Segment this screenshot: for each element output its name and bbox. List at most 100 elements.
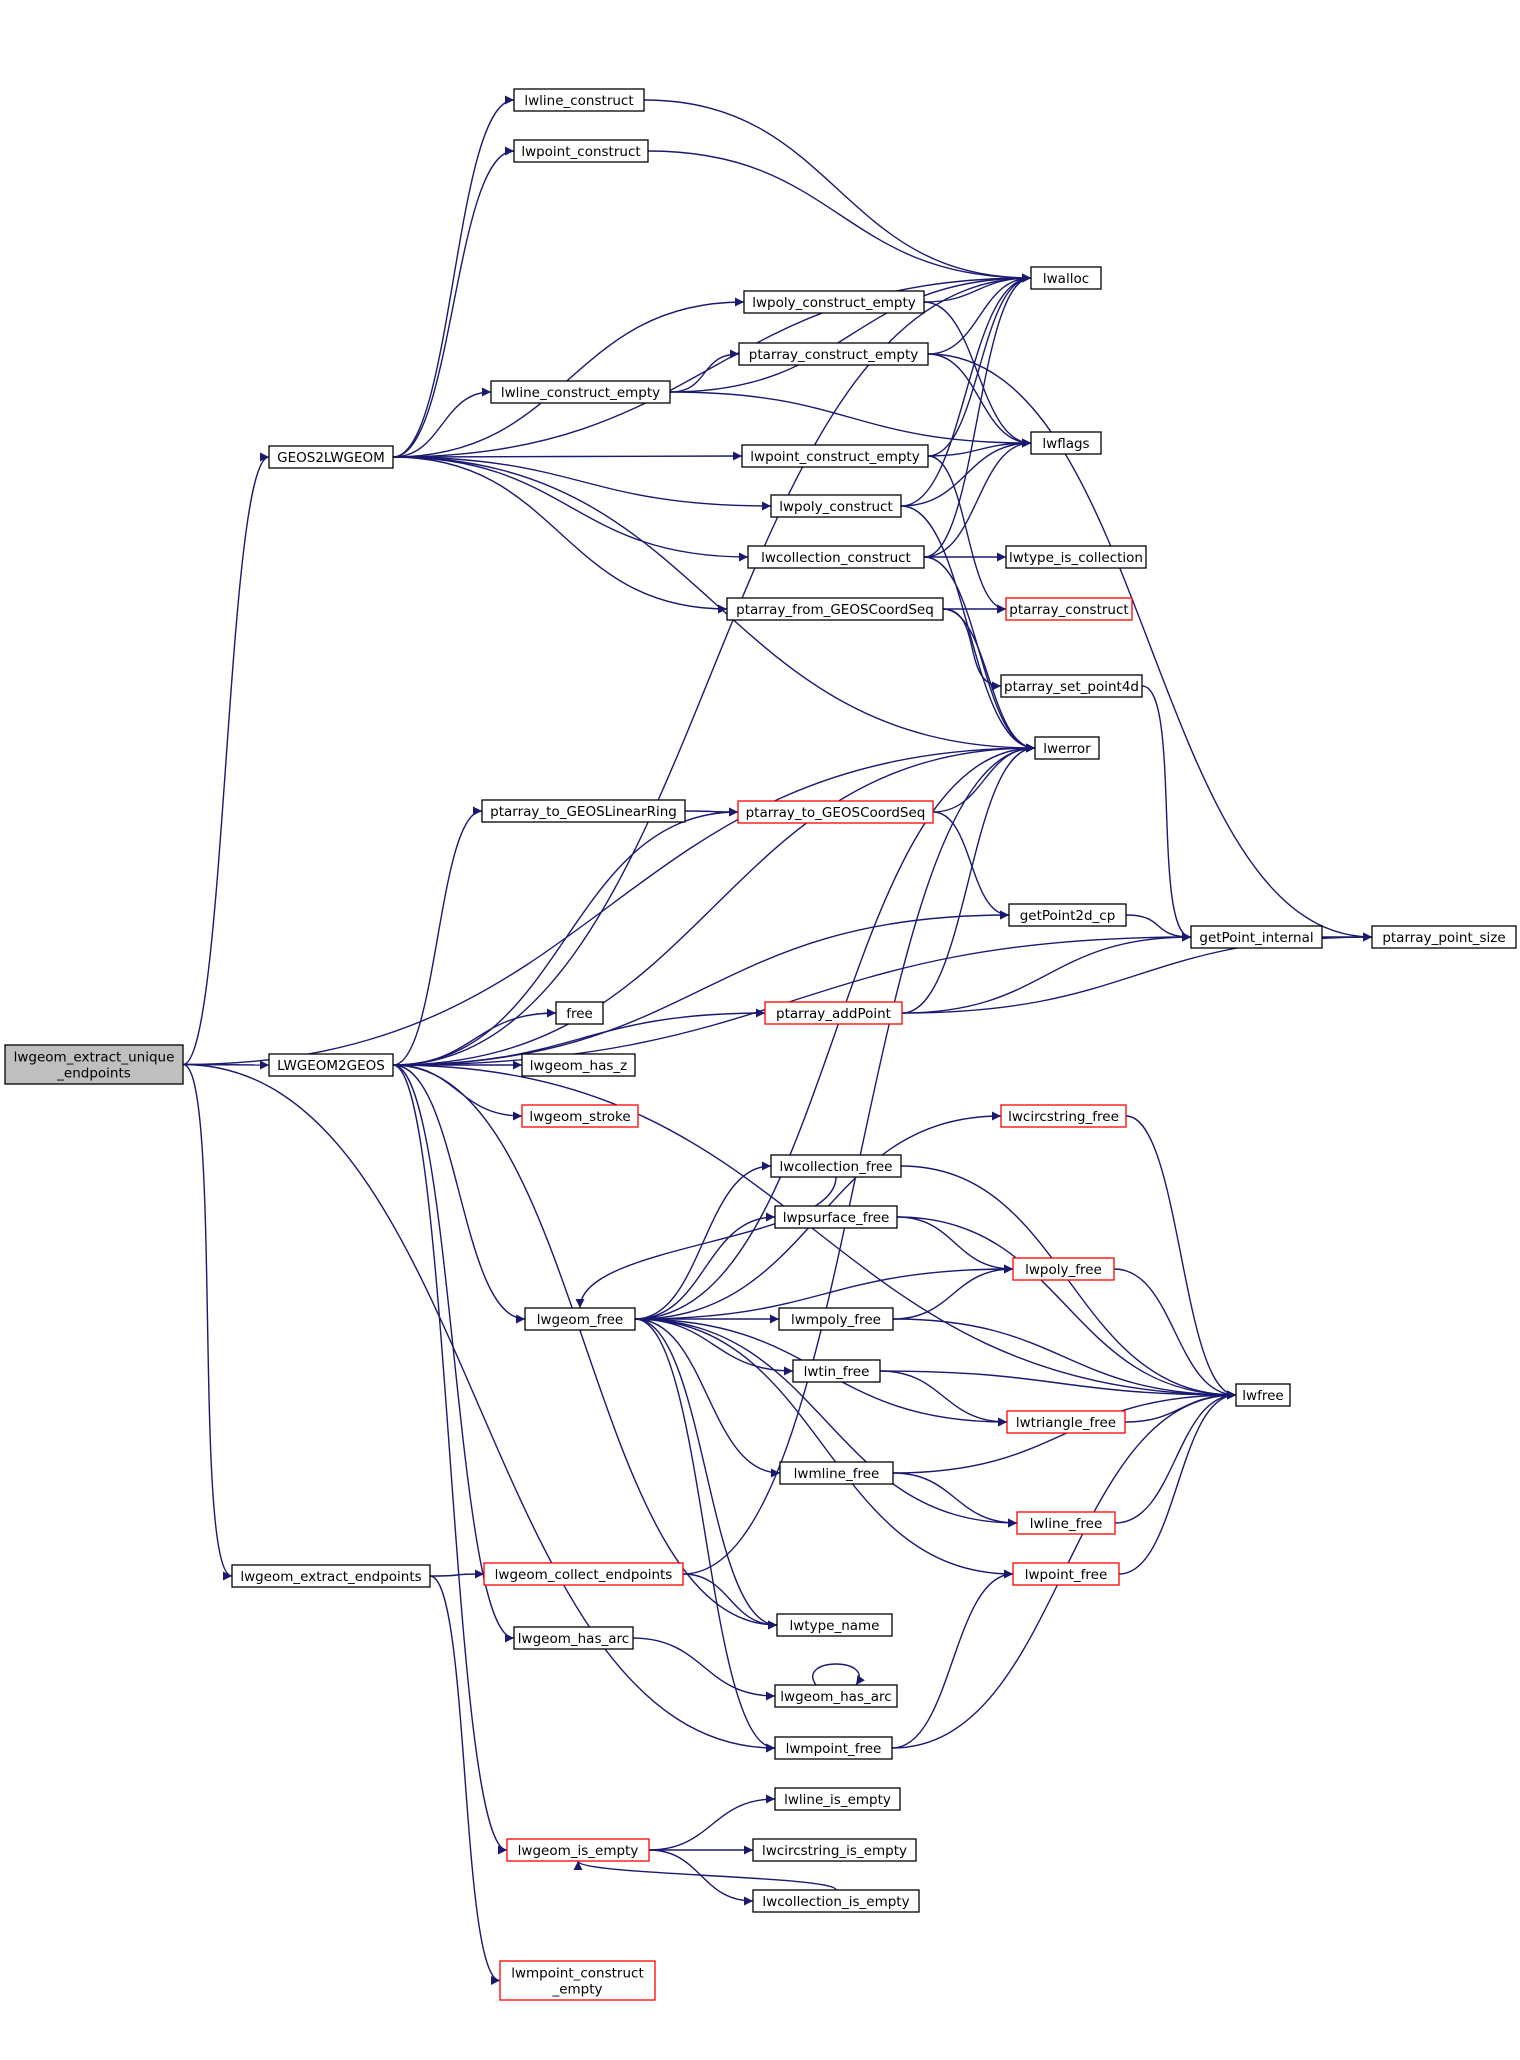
node-box	[506, 1838, 650, 1862]
node-box	[774, 1684, 898, 1708]
node-lwmpoint-free[interactable]: lwmpoint_free	[774, 1736, 893, 1760]
node-box	[268, 1053, 394, 1077]
node-getpoint2d-cp[interactable]: getPoint2d_cp	[1008, 903, 1127, 927]
node-lwline-construct-empty[interactable]: lwline_construct_empty	[490, 380, 671, 404]
edge-lwline_construct_empty-to-ptarray_construct_empty	[669, 349, 740, 393]
node-lwpoint-construct-empty[interactable]: lwpoint_construct_empty	[741, 444, 929, 468]
edge-geos2lwgeom-to-lwline_construct_empty	[392, 387, 492, 458]
node-lwpoly-construct[interactable]: lwpoly_construct	[770, 494, 902, 518]
node-box	[738, 342, 929, 366]
node-ptarray-construct-empty[interactable]: ptarray_construct_empty	[738, 342, 929, 366]
node-box	[483, 1562, 684, 1586]
node-box	[521, 1104, 639, 1128]
node-box	[1008, 903, 1127, 927]
edge-lwtin_free-to-lwfree	[879, 1370, 1237, 1400]
node-lwmpoly-free[interactable]: lwmpoly_free	[778, 1307, 894, 1331]
node-lwline-construct[interactable]: lwline_construct	[513, 88, 645, 112]
node-ptarray-from-geoscoordseq[interactable]: ptarray_from_GEOSCoordSeq	[726, 597, 944, 621]
edge-geos2lwgeom-to-lwpoly_construct_empty	[392, 297, 745, 458]
node-lwpoint-construct[interactable]: lwpoint_construct	[513, 139, 649, 163]
edge-lwgeom2geos-to-lwtype_name	[392, 1064, 778, 1630]
node-lwcollection-is-empty[interactable]: lwcollection_is_empty	[752, 1889, 920, 1913]
node-lwmpoint-construct-empty[interactable]: lwmpoint_construct_empty	[499, 1960, 656, 2001]
node-lwerror[interactable]: lwerror	[1034, 736, 1100, 760]
edge-lwgeom_extract_endpoints-to-lwgeom_collect_endpoints	[429, 1569, 485, 1579]
node-label: lwpoly_construct	[779, 499, 893, 515]
node-lwtin-free[interactable]: lwtin_free	[792, 1359, 881, 1383]
node-label: lwgeom_has_arc	[780, 1689, 891, 1705]
node-box	[555, 1001, 604, 1025]
node-box	[1000, 1104, 1127, 1128]
node-label: lwline_is_empty	[784, 1792, 891, 1808]
node-label: lwgeom_extract_endpoints	[240, 1569, 421, 1585]
edge-ptarray_construct_empty-to-lwalloc	[927, 273, 1032, 355]
node-ptarray-addpoint[interactable]: ptarray_addPoint	[764, 1001, 903, 1025]
node-lwgeom-has-z[interactable]: lwgeom_has_z	[521, 1053, 636, 1077]
edge-lwpsurface_free-to-lwpoly_free	[896, 1216, 1014, 1274]
edge-lwgeom2geos-to-free	[392, 1008, 557, 1066]
edge-lwgeom2geos-to-lwerror	[392, 743, 1036, 1066]
node-box	[778, 1307, 894, 1331]
node-box	[774, 1787, 901, 1811]
edge-geos2lwgeom-to-lwerror	[392, 456, 1036, 753]
node-lwcollection-free[interactable]: lwcollection_free	[770, 1154, 902, 1178]
node-lwgeom-stroke[interactable]: lwgeom_stroke	[521, 1104, 639, 1128]
node-lwpsurface-free[interactable]: lwpsurface_free	[774, 1205, 898, 1229]
node-getpoint-internal[interactable]: getPoint_internal	[1190, 925, 1323, 949]
node-geos2lwgeom[interactable]: GEOS2LWGEOM	[268, 445, 394, 469]
node-free[interactable]: free	[555, 1001, 604, 1025]
node-ptarray-to-geoslinearring[interactable]: ptarray_to_GEOSLinearRing	[481, 799, 686, 823]
node-lwline-free[interactable]: lwline_free	[1016, 1511, 1116, 1535]
node-lwalloc[interactable]: lwalloc	[1030, 266, 1102, 290]
node-label: getPoint_internal	[1199, 930, 1313, 946]
node-lwpoly-construct-empty[interactable]: lwpoly_construct_empty	[743, 290, 925, 314]
node-lwgeom-has-arc2[interactable]: lwgeom_has_arc	[774, 1684, 898, 1708]
node-label: getPoint2d_cp	[1020, 908, 1116, 924]
node-ptarray-point-size[interactable]: ptarray_point_size	[1371, 925, 1517, 949]
edge-geos2lwgeom-to-lwline_construct	[392, 95, 515, 458]
edge-ptarray_from_geoscoordseq-to-lwerror	[942, 608, 1036, 753]
node-label: ptarray_point_size	[1382, 930, 1505, 946]
node-lwmline-free[interactable]: lwmline_free	[779, 1461, 894, 1485]
node-box	[792, 1359, 881, 1383]
edge-geos2lwgeom-to-lwpoint_construct	[392, 146, 515, 458]
node-box	[752, 1889, 920, 1913]
edge-lwline_construct_empty-to-lwalloc	[669, 273, 1032, 393]
node-lwgeom-collect-endpoints[interactable]: lwgeom_collect_endpoints	[483, 1562, 684, 1586]
node-box	[1190, 925, 1323, 949]
node-lwgeom-extract-endpoints[interactable]: lwgeom_extract_endpoints	[231, 1564, 431, 1588]
node-lwpoint-free[interactable]: lwpoint_free	[1012, 1562, 1120, 1586]
node-lwgeom-is-empty[interactable]: lwgeom_is_empty	[506, 1838, 650, 1862]
node-lwcircstring-free[interactable]: lwcircstring_free	[1000, 1104, 1127, 1128]
node-lwgeom2geos[interactable]: LWGEOM2GEOS	[268, 1053, 394, 1077]
node-label: lwcollection_is_empty	[762, 1894, 909, 1910]
node-lwfree[interactable]: lwfree	[1235, 1383, 1291, 1407]
node-box	[1012, 1257, 1115, 1281]
node-lwtriangle-free[interactable]: lwtriangle_free	[1006, 1410, 1126, 1434]
node-lwpoly-free[interactable]: lwpoly_free	[1012, 1257, 1115, 1281]
node-lwline-is-empty[interactable]: lwline_is_empty	[774, 1787, 901, 1811]
node-ptarray-to-geoscoordseq[interactable]: ptarray_to_GEOSCoordSeq	[737, 800, 934, 824]
node-lwflags[interactable]: lwflags	[1030, 431, 1102, 455]
node-root[interactable]: lwgeom_extract_unique_endpoints	[4, 1044, 184, 1085]
node-ptarray-construct[interactable]: ptarray_construct	[1005, 597, 1133, 621]
node-lwtype-name[interactable]: lwtype_name	[776, 1613, 893, 1637]
edge-lwgeom2geos-to-ptarray_to_geoscoordseq	[392, 807, 739, 1066]
edge-lwgeom_free-to-lwpsurface_free	[634, 1212, 776, 1320]
node-box	[747, 545, 925, 569]
node-lwcircstring-is-empty[interactable]: lwcircstring_is_empty	[752, 1838, 917, 1862]
edge-lwgeom2geos-to-lwalloc	[392, 273, 1032, 1066]
node-ptarray-set-point4d[interactable]: ptarray_set_point4d	[1000, 674, 1143, 698]
node-box	[4, 1044, 184, 1085]
edge-lwcollection_construct-to-lwalloc	[923, 273, 1032, 558]
node-box	[1012, 1562, 1120, 1586]
node-lwgeom-has-arc[interactable]: lwgeom_has_arc	[513, 1626, 634, 1650]
node-box	[779, 1461, 894, 1485]
node-lwtype-is-collection[interactable]: lwtype_is_collection	[1005, 545, 1147, 569]
node-label: lwgeom_free	[537, 1312, 623, 1328]
node-lwgeom-free[interactable]: lwgeom_free	[524, 1307, 636, 1331]
node-lwcollection-construct[interactable]: lwcollection_construct	[747, 545, 925, 569]
node-label: lwmline_free	[794, 1466, 880, 1482]
node-box	[1006, 1410, 1126, 1434]
edge-geos2lwgeom-to-lwpoly_construct	[392, 456, 772, 511]
